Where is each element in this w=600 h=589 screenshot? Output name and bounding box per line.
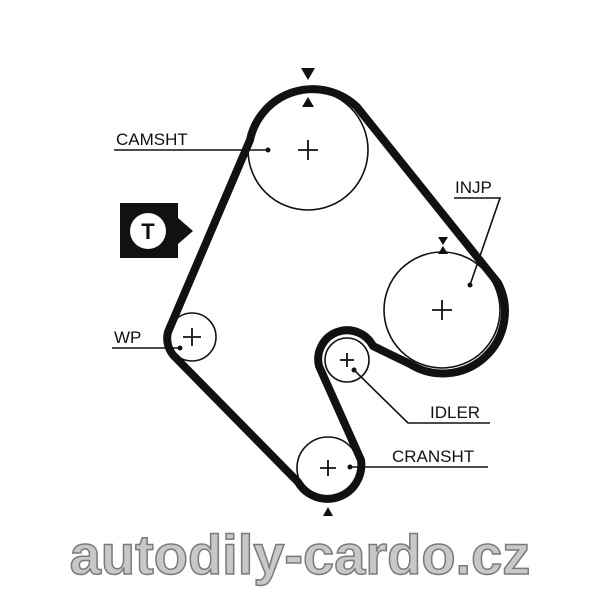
tensioner-badge-letter: T <box>141 219 155 244</box>
timing-mark-arrows <box>301 68 448 516</box>
leader-dots <box>177 147 473 470</box>
idler-label: IDLER <box>430 403 480 422</box>
water-pump-label: WP <box>114 328 141 347</box>
center-marks <box>183 140 452 476</box>
watermark: autodily-cardo.cz <box>70 523 531 586</box>
camshaft-label: CAMSHT <box>116 130 188 149</box>
idler-pulley <box>324 337 370 383</box>
injection-pump-label: INJP <box>455 178 492 197</box>
tensioner-badge: T <box>120 203 193 258</box>
leader-lines <box>112 149 502 468</box>
timing-belt <box>163 85 509 503</box>
crankshaft-label: CRANSHT <box>392 447 474 466</box>
